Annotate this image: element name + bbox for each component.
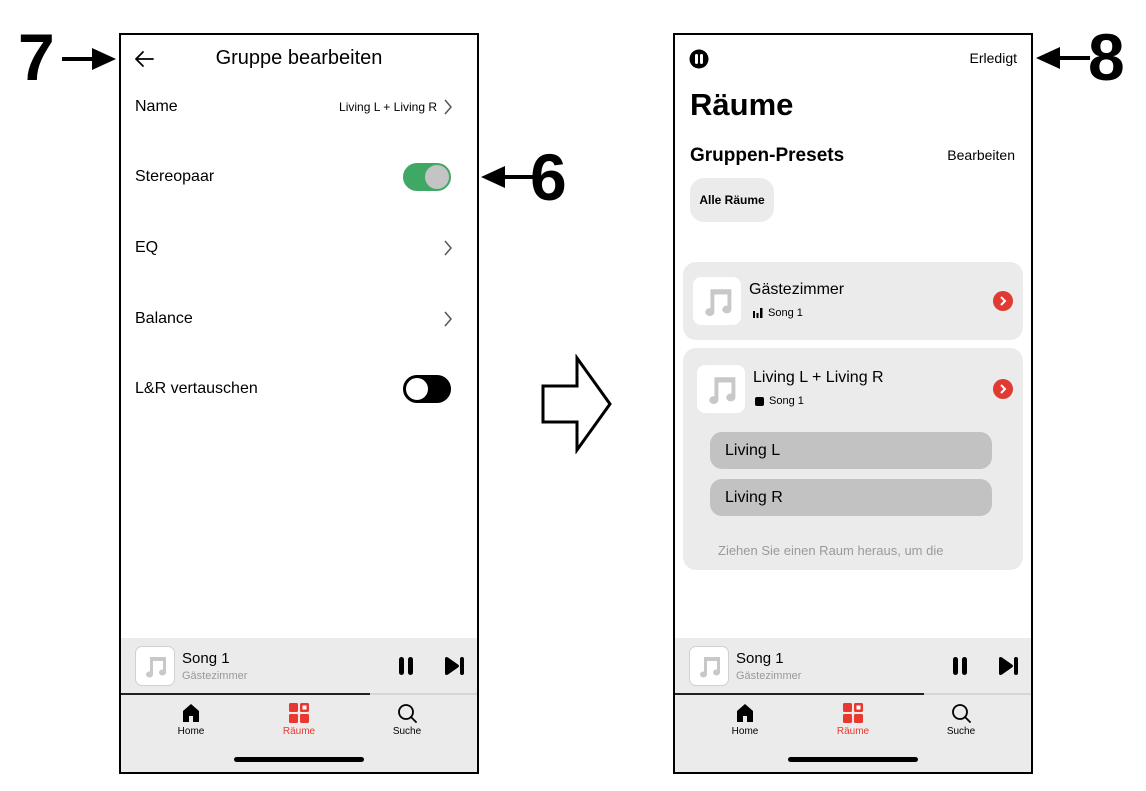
tab-label: Home bbox=[177, 726, 205, 737]
tab-home[interactable]: Home bbox=[705, 703, 785, 737]
mini-player[interactable]: Song 1 Gästezimmer bbox=[121, 638, 477, 695]
back-button[interactable] bbox=[133, 47, 157, 71]
chevron-right-icon bbox=[444, 99, 452, 115]
callout-arrow-icon bbox=[62, 48, 116, 70]
home-indicator[interactable] bbox=[234, 757, 364, 762]
row-label: Balance bbox=[135, 310, 193, 327]
tab-label: Suche bbox=[946, 726, 976, 737]
album-art bbox=[689, 646, 729, 686]
skip-next-button[interactable] bbox=[997, 656, 1019, 676]
now-playing-title: Song 1 bbox=[736, 650, 784, 667]
album-art bbox=[697, 365, 745, 413]
chevron-right-icon bbox=[444, 311, 452, 327]
progress-fill bbox=[675, 693, 925, 695]
group-name-value: Living L + Living R bbox=[339, 100, 437, 114]
room-status: Song 1 bbox=[753, 307, 803, 319]
stereo-pair-toggle[interactable] bbox=[403, 163, 451, 191]
tab-rooms[interactable]: Räume bbox=[259, 703, 339, 737]
transition-arrow-icon bbox=[541, 354, 612, 454]
preset-chip-all-rooms[interactable]: Alle Räume bbox=[690, 178, 774, 222]
row-label: L&R vertauschen bbox=[135, 380, 258, 397]
tab-label: Suche bbox=[392, 726, 422, 737]
playing-bars-icon bbox=[753, 308, 763, 318]
swap-lr-toggle[interactable] bbox=[403, 375, 451, 403]
stereo-pair-row: Stereopaar bbox=[121, 157, 477, 197]
tab-label: Räume bbox=[836, 726, 870, 737]
chevron-right-icon bbox=[444, 240, 452, 256]
album-art bbox=[693, 277, 741, 325]
row-label: Name bbox=[135, 98, 178, 115]
tab-rooms[interactable]: Räume bbox=[813, 703, 893, 737]
pause-button[interactable] bbox=[951, 656, 969, 676]
room-open-button[interactable] bbox=[993, 291, 1013, 311]
drag-hint-text: Ziehen Sie einen Raum heraus, um die bbox=[718, 543, 944, 558]
rooms-screen: Erledigt Räume Gruppen-Presets Bearbeite… bbox=[673, 33, 1033, 774]
album-art bbox=[135, 646, 175, 686]
tab-home[interactable]: Home bbox=[151, 703, 231, 737]
room-group-card[interactable]: Living L + Living R Song 1 Living L Livi… bbox=[683, 348, 1023, 570]
tab-bar: Home Räume Suche bbox=[675, 695, 1031, 772]
room-track: Song 1 bbox=[769, 395, 804, 407]
page-title: Gruppe bearbeiten bbox=[215, 47, 383, 69]
callout-arrow-icon bbox=[1036, 47, 1090, 69]
tab-label: Home bbox=[731, 726, 759, 737]
row-label: Stereopaar bbox=[135, 168, 215, 185]
tab-bar: Home Räume Suche bbox=[121, 695, 477, 772]
done-button[interactable]: Erledigt bbox=[969, 50, 1017, 66]
section-title: Gruppen-Presets bbox=[690, 145, 845, 166]
now-playing-room: Gästezimmer bbox=[736, 670, 802, 682]
toggle-knob bbox=[405, 377, 429, 401]
tab-search[interactable]: Suche bbox=[921, 703, 1001, 737]
chevron-right-icon bbox=[1000, 296, 1007, 306]
balance-row[interactable]: Balance bbox=[121, 299, 477, 339]
music-note-icon bbox=[146, 657, 166, 678]
tab-label: Räume bbox=[282, 726, 316, 737]
room-track: Song 1 bbox=[768, 307, 803, 319]
group-member-living-r[interactable]: Living R bbox=[710, 479, 992, 516]
now-playing-room: Gästezimmer bbox=[182, 670, 248, 682]
page-title: Räume bbox=[690, 87, 794, 122]
playback-progress[interactable] bbox=[675, 693, 1031, 695]
rooms-icon bbox=[843, 703, 863, 723]
room-card[interactable]: Gästezimmer Song 1 bbox=[683, 262, 1023, 340]
music-note-icon bbox=[700, 657, 720, 678]
skip-next-button[interactable] bbox=[443, 656, 465, 676]
playback-progress[interactable] bbox=[121, 693, 477, 695]
room-name: Living L + Living R bbox=[753, 369, 884, 386]
room-open-button[interactable] bbox=[993, 379, 1013, 399]
row-label: EQ bbox=[135, 239, 159, 256]
music-note-icon bbox=[705, 289, 732, 316]
callout-arrow-icon bbox=[481, 166, 535, 188]
swap-lr-row: L&R vertauschen bbox=[121, 369, 477, 409]
room-status: Song 1 bbox=[755, 395, 804, 407]
callout-number-8: 8 bbox=[1088, 20, 1125, 94]
edit-presets-button[interactable]: Bearbeiten bbox=[947, 147, 1015, 163]
name-row[interactable]: Name Living L + Living R bbox=[121, 87, 477, 127]
music-note-icon bbox=[709, 377, 736, 404]
room-name: Gästezimmer bbox=[749, 281, 845, 298]
progress-fill bbox=[121, 693, 371, 695]
mini-player[interactable]: Song 1 Gästezimmer bbox=[675, 638, 1031, 695]
callout-number-6: 6 bbox=[530, 140, 567, 214]
home-indicator[interactable] bbox=[788, 757, 918, 762]
pause-circle-icon[interactable] bbox=[689, 49, 709, 69]
search-icon bbox=[952, 704, 971, 723]
screen-header: Gruppe bearbeiten bbox=[121, 35, 477, 83]
search-icon bbox=[398, 704, 417, 723]
home-icon bbox=[183, 704, 199, 722]
rooms-icon bbox=[289, 703, 309, 723]
pause-button[interactable] bbox=[397, 656, 415, 676]
chevron-right-icon bbox=[1000, 384, 1007, 394]
callout-number-7: 7 bbox=[18, 20, 55, 94]
group-member-living-l[interactable]: Living L bbox=[710, 432, 992, 469]
eq-row[interactable]: EQ bbox=[121, 228, 477, 268]
edit-group-screen: Gruppe bearbeiten Name Living L + Living… bbox=[119, 33, 479, 774]
home-icon bbox=[737, 704, 753, 722]
stopped-square-icon bbox=[755, 396, 764, 406]
toggle-knob bbox=[425, 165, 449, 189]
now-playing-title: Song 1 bbox=[182, 650, 230, 667]
tab-search[interactable]: Suche bbox=[367, 703, 447, 737]
